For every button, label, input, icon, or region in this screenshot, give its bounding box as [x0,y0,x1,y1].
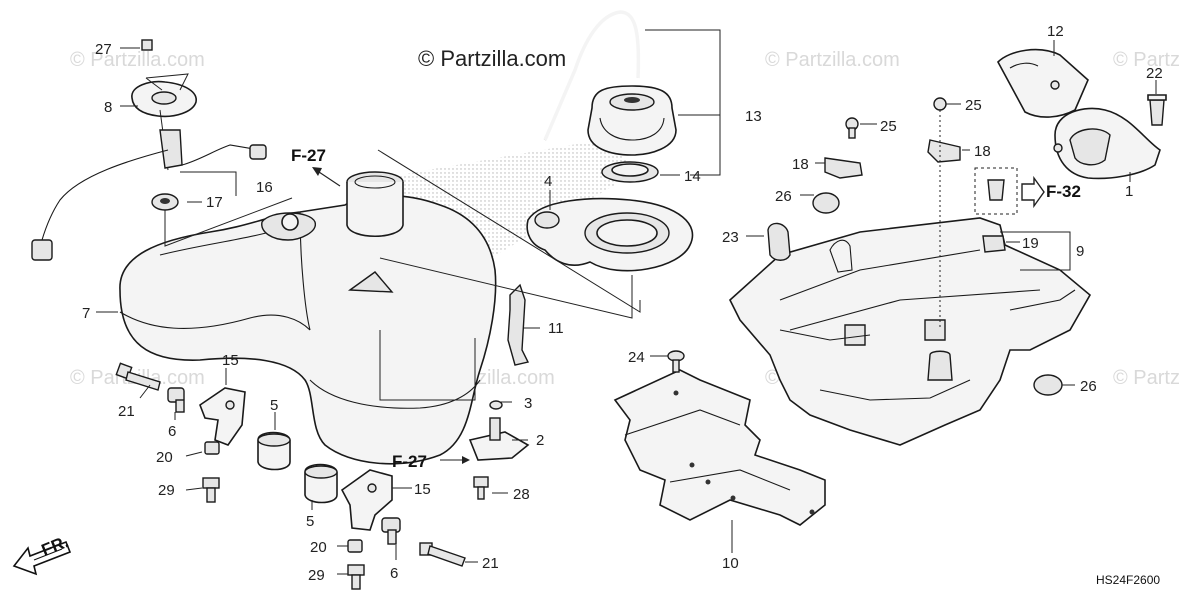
collar-20 [347,539,363,553]
callout-23: 23 [722,229,739,246]
callout-4: 4 [544,173,552,190]
callout-24: 24 [628,349,645,366]
callout-29: 29 [158,482,175,499]
bolt-21 [419,542,466,567]
grommet-26 [812,192,840,214]
callout-6: 6 [168,423,176,440]
callout-2: 2 [536,432,544,449]
callout-19: 19 [1022,235,1039,252]
cover-1 [1053,107,1161,180]
clip-18 [927,139,961,163]
bolt-29 [347,564,365,590]
washer-3 [489,400,503,410]
watermark: © Partzilla.com [70,49,205,71]
callout-25: 25 [880,118,897,135]
bolt-29 [202,477,220,503]
callout-13: 13 [745,108,762,125]
callout-28: 28 [513,486,530,503]
bolt-21 [115,362,161,391]
callout-22: 22 [1146,65,1163,82]
bolt-25 [845,117,859,139]
callout-8: 8 [104,99,112,116]
callout-14: 14 [684,168,701,185]
ref-arrow-icon [1021,175,1045,209]
front-direction-label: FR. [39,532,72,560]
fastener-f32 [974,167,1018,215]
callout-6: 6 [390,565,398,582]
bracket-15 [340,469,393,531]
callout-9: 9 [1076,243,1084,260]
callout-21: 21 [482,555,499,572]
callout-25: 25 [965,97,982,114]
callout-27: 27 [95,41,112,58]
fuel-cap [543,10,677,156]
callout-20: 20 [310,539,327,556]
callout-7: 7 [82,305,90,322]
clip-18 [824,157,863,179]
leader-lines [96,29,1157,575]
bolt-28 [473,476,489,500]
callout-11: 11 [548,320,564,337]
watermark: © Partz [1113,49,1180,71]
fuel-tank [119,171,497,465]
clip-24 [667,350,685,373]
collar-6 [381,517,401,545]
strap-11 [507,283,530,366]
rubber-5 [257,431,291,471]
clip-22 [1147,94,1167,126]
ref-f27: F-27 [392,452,427,471]
ref-f27: F-27 [291,146,326,165]
callout-16: 16 [256,179,273,196]
watermark: © Partzilla.com [765,49,900,71]
seat-base [729,217,1092,446]
callout-17: 17 [206,194,223,211]
ref-f32: F-32 [1046,182,1081,201]
callout-5: 5 [306,513,314,530]
front-direction-arrow-icon [12,540,72,576]
callout-15: 15 [414,481,431,498]
collar-6 [167,387,185,413]
callout-1: 1 [1125,183,1133,200]
rubber-5 [304,463,338,504]
grommet-26 [1033,374,1063,396]
valve-2 [468,417,530,461]
callout-5: 5 [270,397,278,414]
diagram-code: HS24F2600 [1096,573,1160,587]
bracket-12 [997,48,1089,118]
callout-21: 21 [118,403,135,420]
cap-gasket [601,161,659,183]
watermark-main: © Partzilla.com [418,46,566,71]
fuel-unit [31,39,267,261]
heat-guard-plate [613,369,826,526]
pad-19 [982,235,1006,253]
callout-18: 18 [792,156,809,173]
callout-3: 3 [524,395,532,412]
clamp-23 [767,222,791,261]
callout-29: 29 [308,567,325,584]
callout-15: 15 [222,352,239,369]
collar-20 [204,441,220,455]
callout-20: 20 [156,449,173,466]
ref-arrow-icon [315,169,341,187]
callout-26: 26 [1080,378,1097,395]
filler-ring [526,197,694,272]
callout-26: 26 [775,188,792,205]
callout-18: 18 [974,143,991,160]
callout-10: 10 [722,555,739,572]
bracket-15 [199,387,246,446]
callout-12: 12 [1047,23,1064,40]
watermark: © Partz [1113,367,1180,389]
